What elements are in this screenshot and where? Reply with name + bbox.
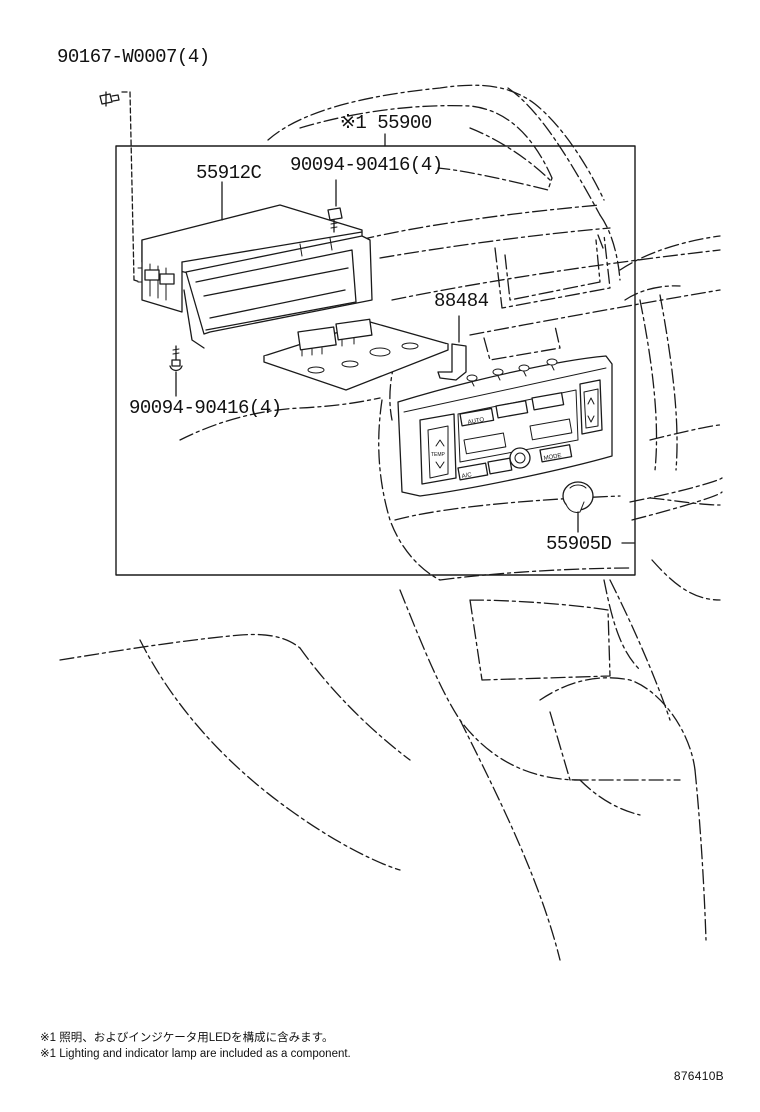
circuit-board <box>263 318 449 391</box>
panel-auto-label: AUTO <box>467 417 485 426</box>
part-number-90094-90416-upper: 90094-90416(4) <box>290 154 443 176</box>
part-number-55900: ※1 55900 <box>340 112 432 134</box>
knob-icon <box>562 481 594 513</box>
part-number-55905d: 55905D <box>546 533 612 555</box>
panel-mode-label: MODE <box>543 453 562 462</box>
dashboard-outline <box>59 84 723 961</box>
leader-bolt <box>121 91 135 281</box>
footnote-japanese: ※1 照明、およびインジケータ用LEDを構成に含みます。 <box>40 1032 334 1044</box>
panel-ac-label: A/C <box>461 472 473 480</box>
part-number-90094-90416-lower: 90094-90416(4) <box>129 397 282 419</box>
climate-control-panel <box>397 355 613 497</box>
detail-frame <box>115 145 636 576</box>
footnote-english: ※1 Lighting and indicator lamp are inclu… <box>40 1048 351 1060</box>
bolt-icon <box>99 91 120 107</box>
screw-lower-icon <box>169 345 183 372</box>
leader-bolt-2 <box>133 279 141 283</box>
screw-upper-icon <box>327 207 343 233</box>
part-number-88484: 88484 <box>434 290 489 312</box>
part-number-90167-w0007: 90167-W0007(4) <box>57 46 210 68</box>
part-number-55912c: 55912C <box>196 162 262 184</box>
storage-pocket <box>137 204 373 349</box>
panel-temp-label: TEMP <box>431 452 446 458</box>
illustration-code: 876410B <box>673 1069 724 1083</box>
bracket <box>437 343 467 381</box>
